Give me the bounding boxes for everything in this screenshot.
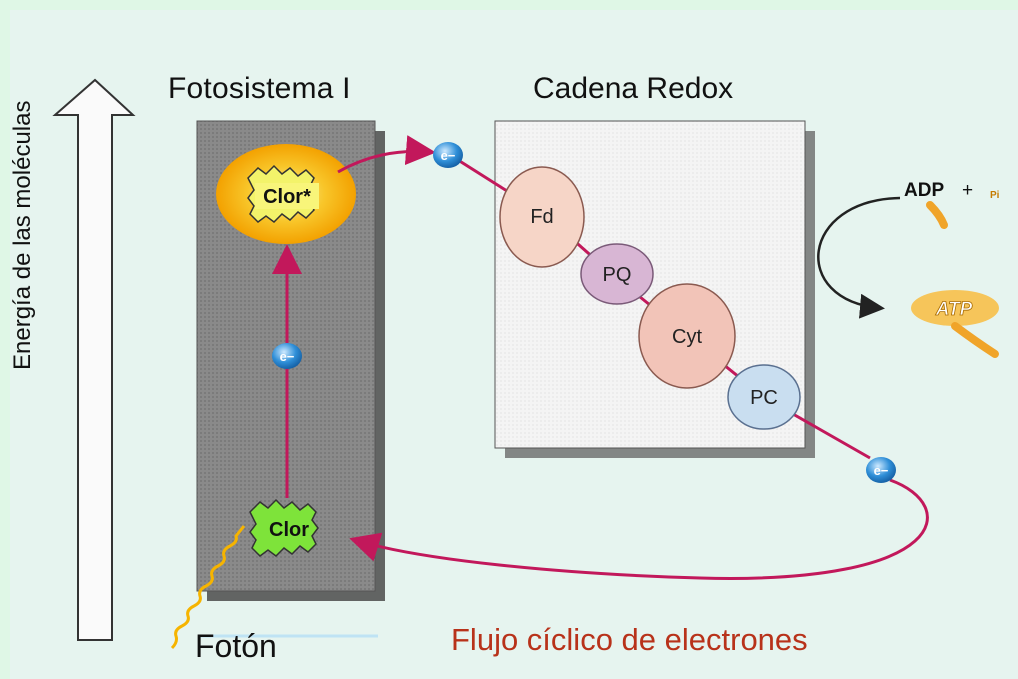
redox-chain-title: Cadena Redox — [533, 72, 734, 105]
energy-axis-arrow — [52, 78, 136, 641]
diagram-title: Flujo cíclico de electrones — [451, 622, 808, 657]
photon-wave — [170, 525, 246, 650]
excited-chlorophyll-label: Clor* — [263, 186, 311, 208]
atp-synthesis-arrow — [817, 196, 901, 319]
plus-label: + — [962, 180, 973, 201]
atp-label: ATP — [935, 299, 973, 320]
electron-bottom-label: e− — [874, 463, 889, 478]
adp-group: ADP + Pi — [904, 180, 1000, 229]
carrier-fd-label: Fd — [530, 206, 553, 228]
photosystem-title: Fotosistema I — [168, 72, 351, 105]
carrier-pc: PC — [727, 364, 801, 430]
electron-middle-label: e− — [280, 349, 295, 364]
electron-top-label: e− — [441, 148, 456, 163]
clor-to-electron-arrow — [337, 135, 436, 174]
carrier-pc-label: PC — [750, 387, 778, 409]
ground-chlorophyll-label: Clor — [269, 519, 309, 541]
electron-top: e− — [433, 142, 463, 168]
electron-middle: e− — [272, 343, 302, 369]
electron-bottom: e− — [866, 457, 896, 483]
adp-phosphate-tail — [926, 201, 948, 229]
ground-chlorophyll: Clor — [249, 498, 319, 557]
carrier-cyt-label: Cyt — [672, 326, 702, 348]
photon-label: Fotón — [195, 628, 277, 664]
cyclic-return-arrow — [349, 478, 929, 580]
energy-axis-label: Energía de las moléculas — [9, 100, 36, 370]
excited-chlorophyll: Clor* — [247, 164, 319, 223]
carrier-pq: PQ — [580, 243, 654, 305]
carrier-fd: Fd — [499, 166, 585, 268]
carrier-cyt: Cyt — [638, 283, 736, 389]
adp-label: ADP — [904, 180, 944, 201]
pi-label: Pi — [990, 190, 1000, 201]
atp-phosphate-tail — [951, 322, 999, 358]
carrier-pq-label: PQ — [603, 264, 632, 286]
atp-group: ATP — [911, 290, 999, 358]
